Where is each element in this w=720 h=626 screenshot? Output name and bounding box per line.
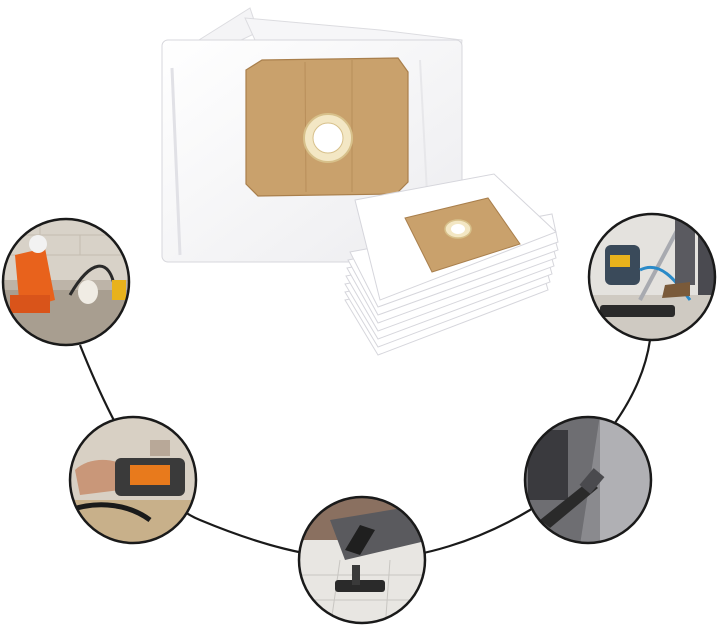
scene-floor-nozzle [297, 495, 427, 625]
stack-cardboard-collar [404, 197, 521, 273]
scene-floor-vacuuming [587, 212, 717, 342]
dust-bag-stack [344, 173, 559, 356]
scene-car-interior [523, 415, 653, 545]
scene-construction-worker [1, 217, 131, 347]
bag-cardboard-collar [245, 57, 409, 197]
scene-power-planer [68, 415, 198, 545]
